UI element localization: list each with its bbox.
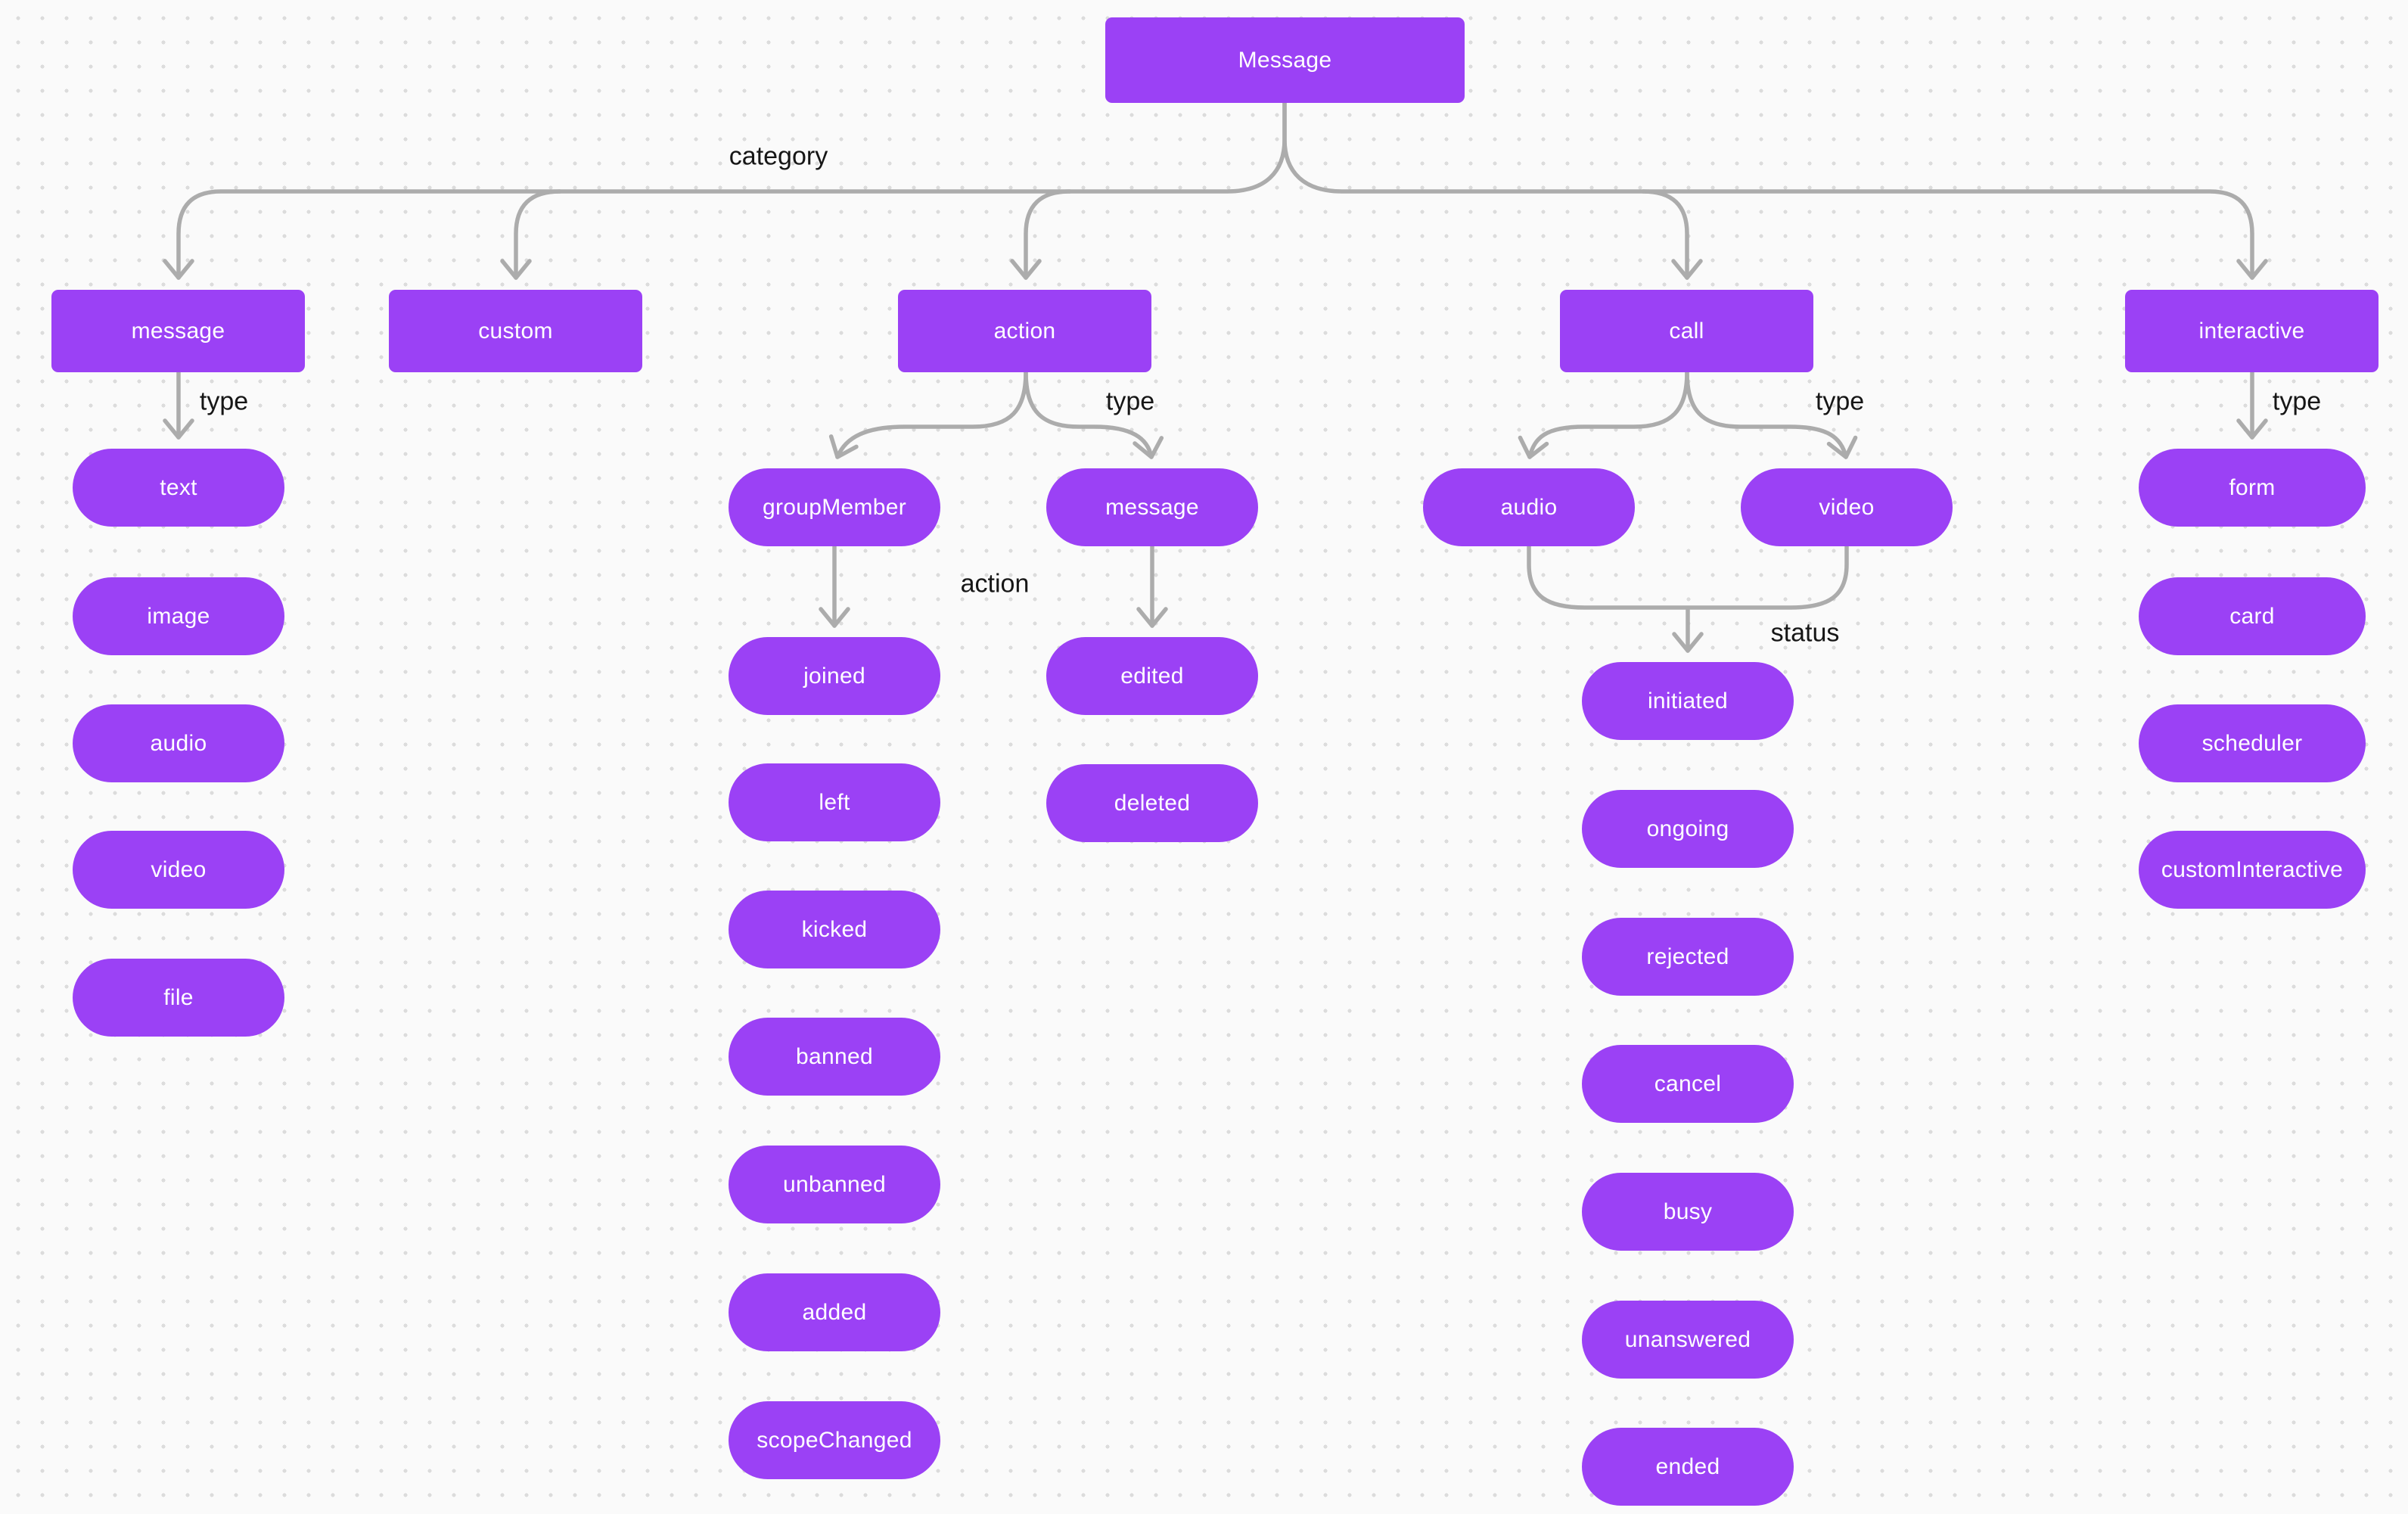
node-action-edited[interactable]: edited — [1046, 637, 1258, 715]
edge-audio-video-merge — [1527, 544, 1849, 610]
edge-root-to-message — [163, 101, 1287, 280]
edge-root-to-interactive — [1282, 101, 2268, 280]
node-action-kicked[interactable]: kicked — [729, 891, 940, 968]
node-status-initiated[interactable]: initiated — [1582, 662, 1794, 740]
node-action-scopechanged[interactable]: scopeChanged — [729, 1401, 940, 1479]
edge-label-interactive-type: type — [2272, 387, 2322, 416]
node-action-left[interactable]: left — [729, 763, 940, 841]
node-category-action[interactable]: action — [898, 290, 1151, 372]
node-status-ongoing[interactable]: ongoing — [1582, 790, 1794, 868]
node-calltype-audio[interactable]: audio — [1423, 468, 1635, 546]
edge-label-message-action: action — [960, 569, 1030, 598]
edge-action-to-groupmember — [828, 370, 1028, 459]
edge-call-to-audio — [1518, 370, 1689, 459]
edge-label-call-type: type — [1815, 387, 1865, 416]
node-action-banned[interactable]: banned — [729, 1018, 940, 1096]
node-category-call[interactable]: call — [1560, 290, 1813, 372]
node-status-busy[interactable]: busy — [1582, 1173, 1794, 1251]
node-type-text[interactable]: text — [73, 449, 284, 527]
node-status-ended[interactable]: ended — [1582, 1428, 1794, 1506]
edge-bus-to-call — [1641, 189, 1703, 280]
node-calltype-video[interactable]: video — [1741, 468, 1953, 546]
node-itype-card[interactable]: card — [2139, 577, 2366, 655]
node-itype-custominteractive[interactable]: customInteractive — [2139, 831, 2366, 909]
edge-bus-to-action — [1010, 189, 1072, 280]
node-itype-form[interactable]: form — [2139, 449, 2366, 527]
node-type-file[interactable]: file — [73, 959, 284, 1037]
node-category-interactive[interactable]: interactive — [2125, 290, 2378, 372]
node-type-message[interactable]: message — [1046, 468, 1258, 546]
node-type-groupmember[interactable]: groupMember — [729, 468, 940, 546]
node-type-image[interactable]: image — [73, 577, 284, 655]
edge-label-message-type: type — [199, 387, 249, 416]
node-action-joined[interactable]: joined — [729, 637, 940, 715]
node-category-message[interactable]: message — [51, 290, 305, 372]
node-message-root[interactable]: Message — [1105, 17, 1465, 103]
node-action-added[interactable]: added — [729, 1273, 940, 1351]
edge-bus-to-custom — [500, 189, 562, 280]
node-status-rejected[interactable]: rejected — [1582, 918, 1794, 996]
node-action-deleted[interactable]: deleted — [1046, 764, 1258, 842]
node-type-video[interactable]: video — [73, 831, 284, 909]
edge-label-action-type: type — [1105, 387, 1155, 416]
node-category-custom[interactable]: custom — [389, 290, 642, 372]
node-type-audio[interactable]: audio — [73, 704, 284, 782]
node-action-unbanned[interactable]: unbanned — [729, 1146, 940, 1223]
edge-label-call-status: status — [1770, 618, 1840, 648]
node-status-cancel[interactable]: cancel — [1582, 1045, 1794, 1123]
node-status-unanswered[interactable]: unanswered — [1582, 1301, 1794, 1379]
node-itype-scheduler[interactable]: scheduler — [2139, 704, 2366, 782]
edge-label-category: category — [729, 141, 828, 171]
